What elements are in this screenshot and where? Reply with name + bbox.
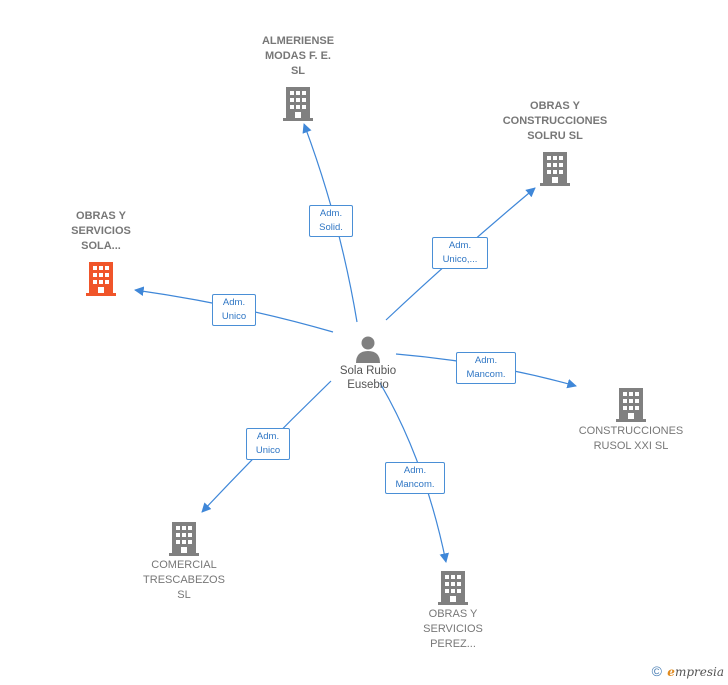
person-node[interactable]: Sola Rubio Eusebio	[318, 334, 418, 392]
copyright-icon: ©	[651, 663, 662, 679]
relation-label-perez[interactable]: Adm. Mancom.	[385, 462, 445, 494]
building-icon	[438, 571, 468, 605]
company-label: OBRAS Y SERVICIOS SOLA...	[71, 210, 131, 252]
relation-label-sola[interactable]: Adm. Unico	[212, 294, 256, 326]
company-node-rusol[interactable]: CONSTRUCCIONES RUSOL XXI SL	[566, 386, 696, 454]
company-label: OBRAS Y CONSTRUCCIONES SOLRU SL	[502, 100, 608, 142]
building-icon	[283, 87, 313, 121]
building-icon	[169, 522, 199, 556]
building-icon	[540, 152, 570, 186]
relation-label-solru[interactable]: Adm. Unico,...	[432, 237, 488, 269]
company-node-solru[interactable]: OBRAS Y CONSTRUCCIONES SOLRU SL	[487, 99, 623, 186]
relation-label-almeriense[interactable]: Adm. Solid.	[309, 205, 353, 237]
relation-label-trescabezos[interactable]: Adm. Unico	[246, 428, 290, 460]
company-node-trescabezos[interactable]: COMERCIAL TRESCABEZOS SL	[126, 520, 242, 603]
relation-label-rusol[interactable]: Adm. Mancom.	[456, 352, 516, 384]
company-label: CONSTRUCCIONES RUSOL XXI SL	[578, 425, 684, 452]
footer-brand: © empresia	[652, 663, 724, 679]
company-node-perez[interactable]: OBRAS Y SERVICIOS PEREZ...	[398, 569, 508, 652]
building-icon-highlight	[86, 262, 116, 296]
company-node-sola[interactable]: OBRAS Y SERVICIOS SOLA...	[46, 209, 156, 296]
person-name: Sola Rubio Eusebio	[339, 365, 397, 391]
company-label: ALMERIENSE MODAS F. E. SL	[261, 35, 335, 77]
company-label: COMERCIAL TRESCABEZOS SL	[143, 559, 225, 601]
person-icon	[356, 336, 380, 363]
company-node-almeriense[interactable]: ALMERIENSE MODAS F. E. SL	[238, 34, 358, 121]
building-icon	[616, 388, 646, 422]
brand-logo: empresia	[667, 665, 724, 679]
company-label: OBRAS Y SERVICIOS PEREZ...	[423, 608, 483, 650]
